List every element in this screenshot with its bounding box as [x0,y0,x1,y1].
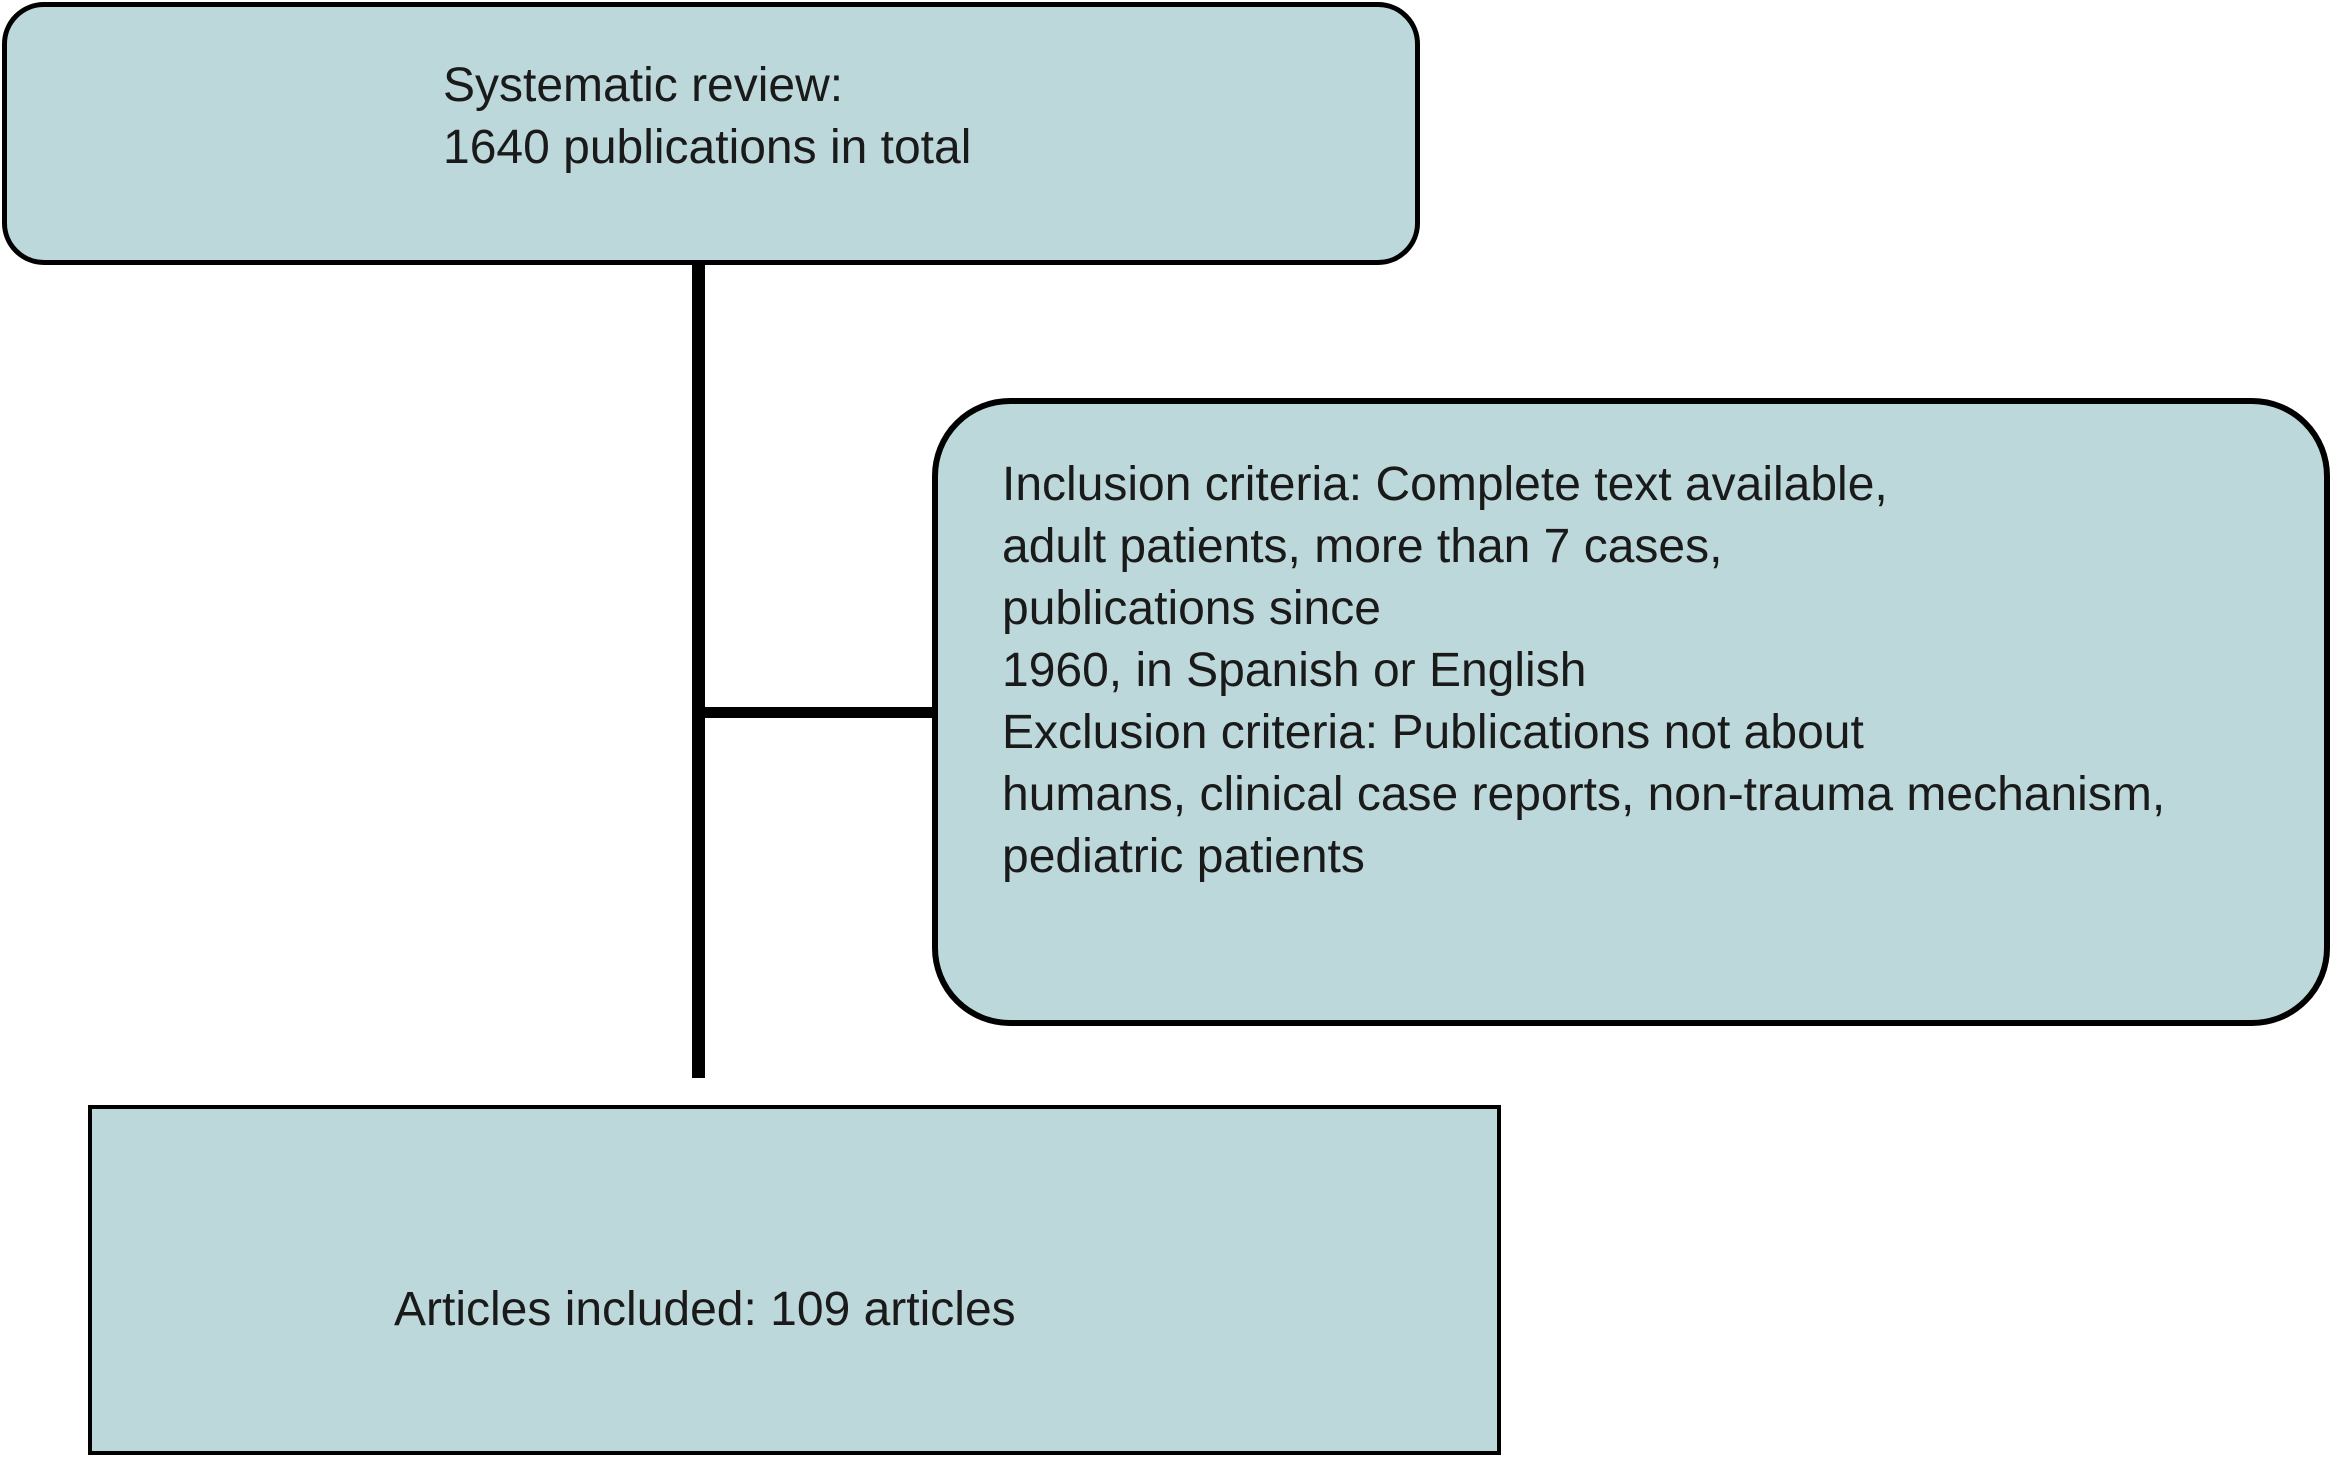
node-text-line: 1640 publications in total [443,121,972,174]
articles-included-text: Articles included: 109 articles [394,1279,1016,1341]
node-text-line: Articles included: 109 articles [394,1283,1016,1336]
node-text-line: Systematic review: [443,59,844,112]
node-text-line: adult patients, more than 7 cases, [1002,520,1723,573]
criteria-text: Inclusion criteria: Complete text availa… [1002,454,2165,888]
node-text-line: 1960, in Spanish or English [1002,644,1587,697]
node-text-line: pediatric patients [1002,830,1365,883]
articles-included-box: Articles included: 109 articles [88,1105,1501,1455]
node-text-line: publications since [1002,582,1381,635]
systematic-review-box: Systematic review: 1640 publications in … [2,2,1420,265]
criteria-box: Inclusion criteria: Complete text availa… [932,398,2330,1026]
connector-vertical-line [692,265,705,1078]
node-text-line: Inclusion criteria: Complete text availa… [1002,458,1888,511]
node-text-line: Exclusion criteria: Publications not abo… [1002,706,1864,759]
node-text-line: humans, clinical case reports, non-traum… [1002,768,2166,821]
connector-horizontal-line [698,707,934,718]
systematic-review-text: Systematic review: 1640 publications in … [443,55,971,179]
